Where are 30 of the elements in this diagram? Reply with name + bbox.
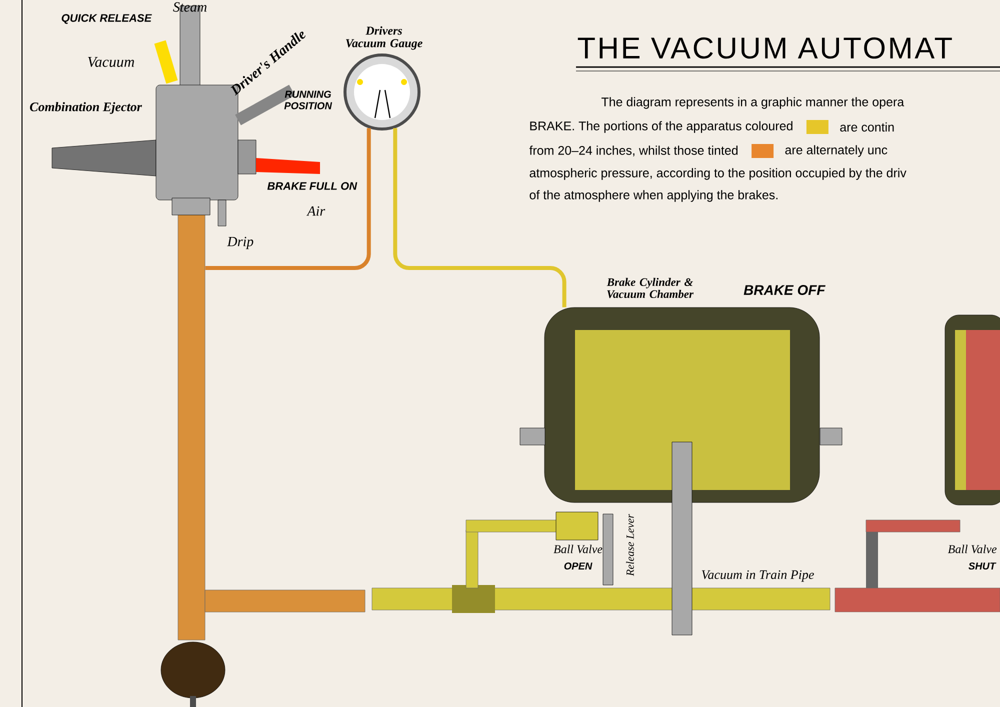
part-label: Vacuum in Train Pipe xyxy=(702,570,814,582)
part-label: Combination Ejector xyxy=(30,102,142,114)
part-label: Release Lever xyxy=(626,514,634,576)
body-text: BRAKE. The portions of the apparatus coloured xyxy=(530,121,792,133)
pipe xyxy=(393,128,566,308)
position-label: RUNNING POSITION xyxy=(284,90,332,110)
body-text: are contin xyxy=(840,122,894,132)
vacuum-gauge xyxy=(344,54,420,130)
body-text: of the atmosphere when applying the brakes. xyxy=(530,190,778,202)
body-text: from 20–24 inches, whilst those tinted xyxy=(529,146,738,156)
part-label: Ball Valve xyxy=(948,544,997,554)
title: THE VACUUM AUTOMAT xyxy=(578,37,952,59)
body-text: The diagram represents in a graphic manner the opera xyxy=(602,97,904,109)
part-label: Brake Cylinder & Vacuum Chamber xyxy=(606,278,694,298)
state-label: SHUT xyxy=(968,562,996,570)
body-text: atmospheric pressure, according to the position occupied by the driv xyxy=(530,168,906,180)
part-label: QUICK RELEASE xyxy=(62,14,152,24)
state-label: BRAKE OFF xyxy=(744,285,826,295)
part-label: Air xyxy=(306,206,326,216)
part-label: Drip xyxy=(227,236,254,250)
part-label: Drivers Vacuum Gauge xyxy=(346,26,422,50)
brake-cylinder xyxy=(944,314,1000,506)
part-label: Vacuum xyxy=(88,56,134,68)
pipe xyxy=(205,128,371,270)
part-label: Ball Valve xyxy=(554,544,602,554)
brake-cylinder xyxy=(520,307,842,503)
position-label: BRAKE FULL ON xyxy=(267,182,358,190)
state-label: OPEN xyxy=(564,562,592,570)
part-label: Steam xyxy=(173,2,207,12)
body-text: are alternately unc xyxy=(785,145,888,157)
